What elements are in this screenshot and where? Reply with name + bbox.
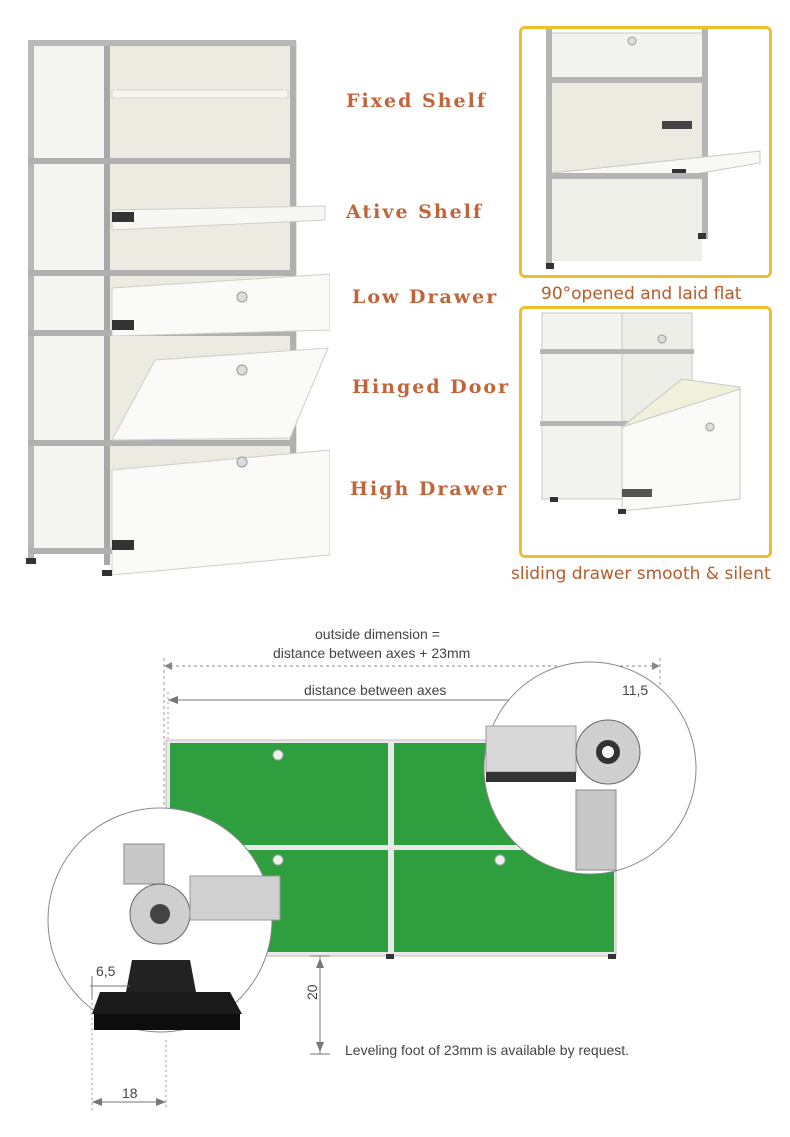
dim-18: 18 [122,1085,138,1101]
dim-11-5: 11,5 [622,682,649,698]
label-active-shelf: Ative Shelf [346,201,484,223]
dimension-diagram [0,600,790,1137]
distance-between-axes-label: distance between axes [304,682,447,698]
dim-20: 20 [304,984,320,1000]
caption-opened-flat: 90°opened and laid flat [541,284,742,304]
label-fixed-shelf: Fixed Shelf [346,90,488,112]
label-high-drawer: High Drawer [350,478,509,500]
caption-sliding-drawer: sliding drawer smooth & silent [511,564,771,584]
sliding-drawer-photo [519,306,772,558]
label-low-drawer: Low Drawer [352,286,499,308]
label-hinged-door: Hinged Door [352,376,511,398]
opened-door-photo [519,26,772,278]
outside-dimension-line1: outside dimension = [315,626,440,642]
cabinet-illustration [20,30,330,580]
dim-6-5: 6,5 [96,963,116,979]
leveling-note: Leveling foot of 23mm is available by re… [345,1042,630,1058]
outside-dimension-line2: distance between axes + 23mm [273,645,471,661]
